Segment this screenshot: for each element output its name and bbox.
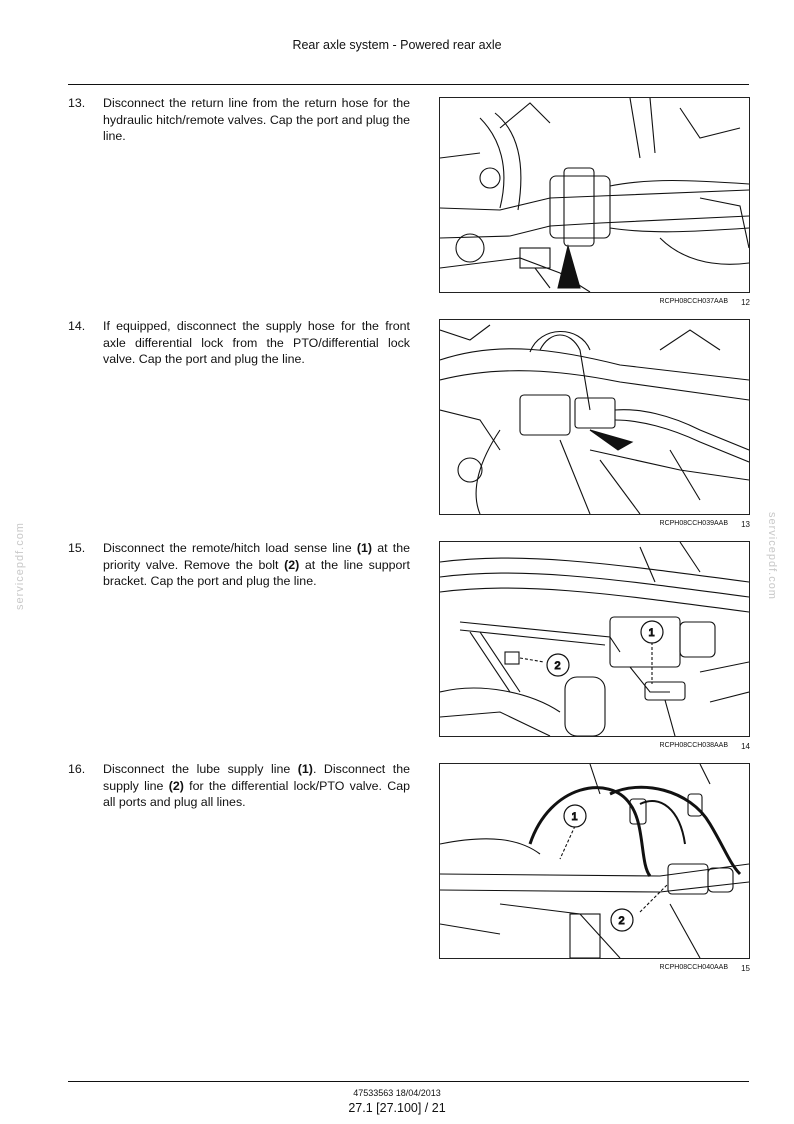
- text-run: at the line support bracket. Cap the por…: [103, 557, 410, 589]
- svg-text:2: 2: [619, 915, 625, 927]
- text-run: . Disconnect the supply line: [103, 762, 410, 793]
- callout-1: 1: [640, 620, 664, 644]
- step-number: 14.: [68, 319, 86, 333]
- figure-number: 15: [741, 964, 750, 973]
- text-run: Disconnect the remote/hitch load sense l…: [103, 541, 357, 555]
- step-number: 15.: [68, 541, 86, 555]
- footer-page-number: 27.1 [27.100] / 21: [348, 1101, 446, 1115]
- figure-14-illustration: 1 2: [439, 541, 750, 737]
- step-13: 13. Disconnect the return line from the …: [68, 95, 410, 145]
- figure-13-illustration: [439, 319, 750, 515]
- svg-text:1: 1: [649, 627, 655, 639]
- text-run: for the differential lock/PTO valve. Cap…: [103, 778, 411, 810]
- step-16: 16. Disconnect the lube supply line (1).…: [68, 761, 410, 811]
- callout-ref: (1): [356, 541, 372, 555]
- figure-number: 12: [741, 298, 750, 307]
- watermark-right: servicepdf.com: [766, 512, 778, 600]
- header-rule: [68, 84, 749, 85]
- footer-doc-id: 47533563 18/04/2013: [353, 1088, 441, 1098]
- watermark-left: servicepdf.com: [14, 522, 26, 610]
- figure-number: 13: [741, 520, 750, 529]
- callout-2: 2: [546, 653, 570, 677]
- svg-text:1: 1: [572, 811, 578, 823]
- step-15: 15. Disconnect the remote/hitch load sen…: [68, 540, 410, 590]
- figure-code: RCPH08CCH039AAB: [659, 520, 728, 527]
- callout-ref: (1): [297, 762, 313, 776]
- callout-2: 2: [610, 908, 634, 932]
- svg-text:2: 2: [555, 660, 561, 672]
- footer-rule: [68, 1081, 749, 1082]
- figure-code: RCPH08CCH037AAB: [659, 298, 728, 305]
- figure-number: 14: [741, 742, 750, 751]
- figure-15-illustration: 1 2: [439, 763, 750, 959]
- callout-ref: (2): [168, 778, 184, 793]
- figure-12-illustration: [439, 97, 750, 293]
- callout-1: 1: [563, 804, 587, 828]
- step-number: 16.: [68, 762, 86, 776]
- step-number: 13.: [68, 96, 86, 110]
- figure-code: RCPH08CCH040AAB: [659, 964, 728, 971]
- callout-ref: (2): [284, 557, 300, 572]
- step-text: Disconnect the return line from the retu…: [103, 96, 410, 143]
- text-run: Disconnect the lube supply line: [103, 762, 298, 776]
- page-header-title: Rear axle system - Powered rear axle: [292, 38, 502, 52]
- text-run: at the priority valve. Remove the bolt: [103, 541, 410, 572]
- step-text: Disconnect the lube supply line (1). Dis…: [103, 761, 410, 811]
- step-text: Disconnect the remote/hitch load sense l…: [103, 540, 410, 590]
- figure-code: RCPH08CCH038AAB: [659, 742, 728, 749]
- step-text: If equipped, disconnect the supply hose …: [103, 319, 410, 366]
- step-14: 14. If equipped, disconnect the supply h…: [68, 318, 410, 368]
